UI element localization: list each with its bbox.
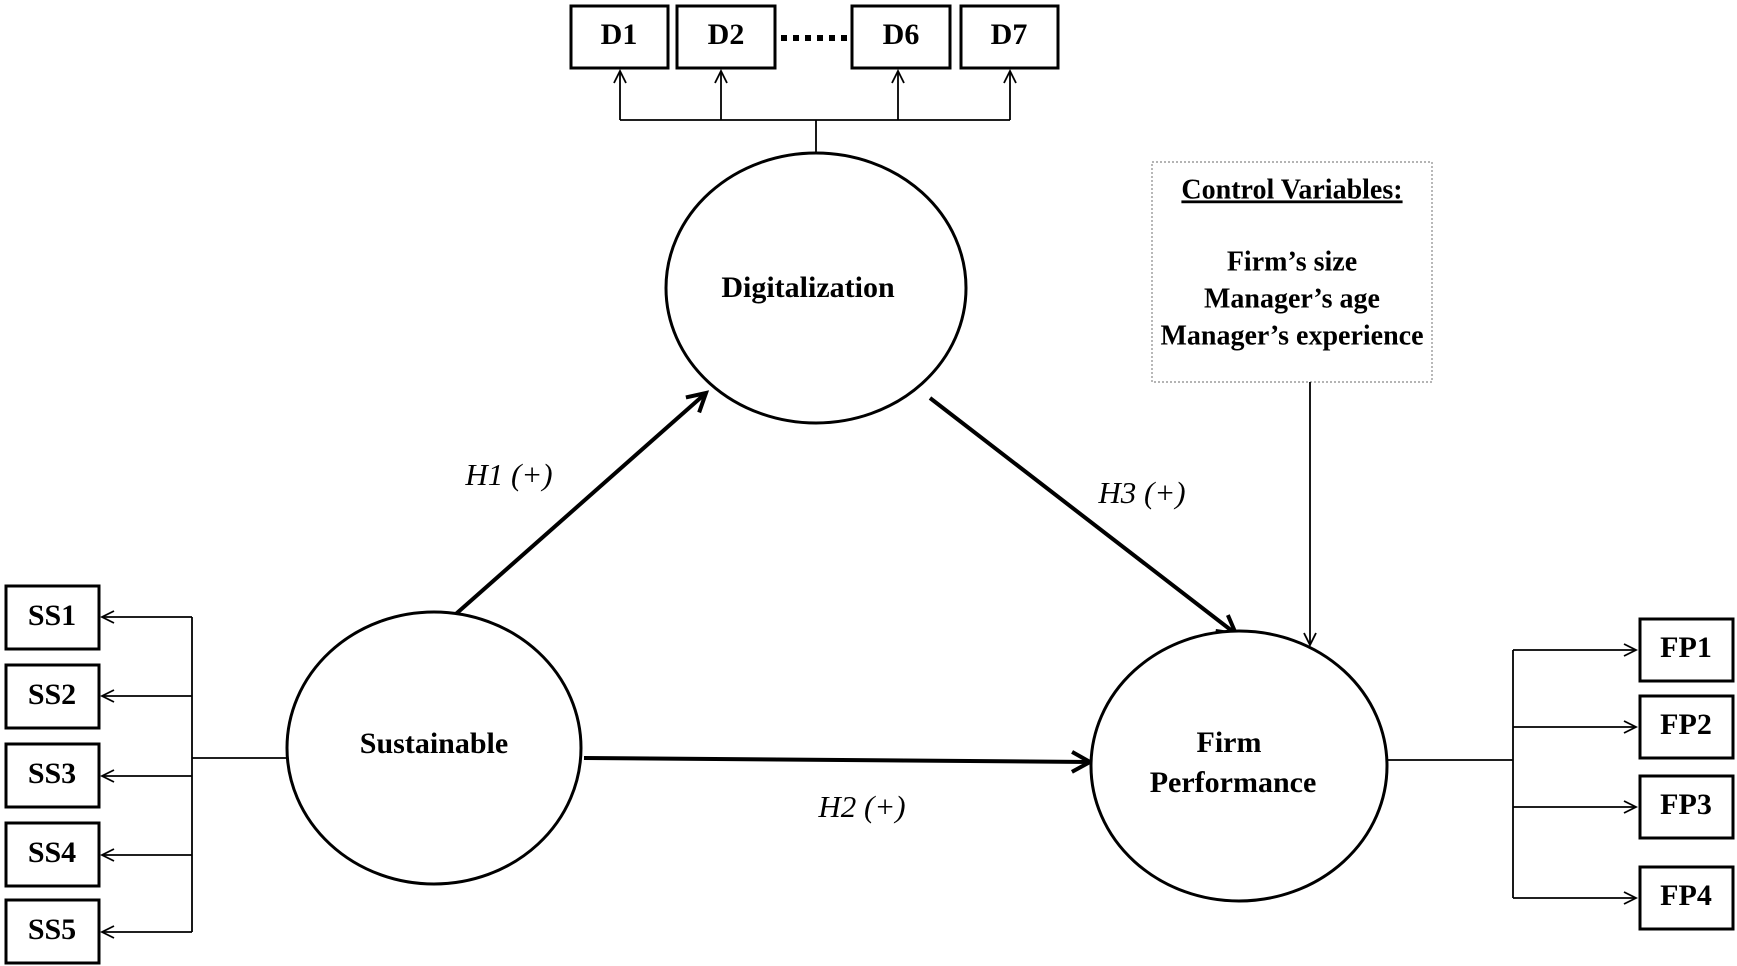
indicator-label: SS2: [28, 678, 76, 711]
indicator-label: FP1: [1660, 631, 1712, 664]
indicator-label: SS5: [28, 913, 76, 946]
construct-digitalization: Digitalization: [664, 151, 968, 425]
control-variables-heading: Control Variables:: [1181, 174, 1402, 205]
indicator-label: D2: [708, 18, 745, 51]
indicator-label: SS1: [28, 599, 76, 632]
indicator-label: FP4: [1660, 879, 1712, 912]
indicator-box-d6: D6: [850, 4, 952, 70]
construct-label: Digitalization: [721, 271, 895, 304]
indicator-box-fp1: FP1: [1638, 617, 1735, 683]
construct-sustainable: Sustainable: [285, 610, 583, 886]
construct-firm-performance: Firm Performance: [1089, 629, 1389, 903]
path-h3-arrow: [928, 396, 1240, 637]
indicator-label: SS3: [28, 757, 76, 790]
indicator-box-fp4: FP4: [1638, 865, 1735, 931]
indicator-box-d1: D1: [569, 4, 670, 70]
sustainable-indicators: SS1 SS2 SS3 SS4 SS5: [4, 584, 288, 965]
digitalization-indicators: D1 D2 D6 D7: [569, 4, 1060, 175]
construct-label: Firm: [1197, 726, 1262, 759]
indicator-box-fp3: FP3: [1638, 774, 1735, 840]
control-variable-item: Manager’s age: [1204, 283, 1380, 314]
indicator-label: SS4: [28, 836, 76, 869]
construct-label: Sustainable: [360, 727, 508, 760]
path-h2-arrow: [583, 750, 1095, 774]
control-variable-item: Manager’s experience: [1160, 320, 1423, 351]
indicator-box-ss4: SS4: [4, 821, 101, 888]
firm-performance-indicators: FP1 FP2 FP3 FP4: [1388, 617, 1735, 931]
control-variables-box: Control Variables: Firm’s size Manager’s…: [1151, 161, 1433, 645]
hypothesis-h1-label: H1 (+): [464, 457, 552, 492]
hypothesis-h2-label: H2 (+): [817, 789, 905, 824]
indicator-box-ss3: SS3: [4, 742, 101, 809]
hypothesis-h3-label: H3 (+): [1097, 475, 1185, 510]
path-h1-arrow: [438, 390, 710, 630]
construct-label: Performance: [1150, 766, 1317, 799]
indicator-label: D7: [991, 18, 1028, 51]
indicator-label: FP3: [1660, 788, 1712, 821]
indicator-box-ss2: SS2: [4, 663, 101, 730]
indicator-label: FP2: [1660, 708, 1712, 741]
indicator-label: D1: [601, 18, 638, 51]
indicator-box-ss1: SS1: [4, 584, 101, 651]
indicator-label: D6: [883, 18, 920, 51]
indicator-box-d7: D7: [959, 4, 1060, 70]
indicator-box-d2: D2: [675, 4, 777, 70]
indicator-box-ss5: SS5: [4, 898, 101, 965]
indicator-box-fp2: FP2: [1638, 694, 1735, 760]
control-variable-item: Firm’s size: [1227, 246, 1357, 277]
